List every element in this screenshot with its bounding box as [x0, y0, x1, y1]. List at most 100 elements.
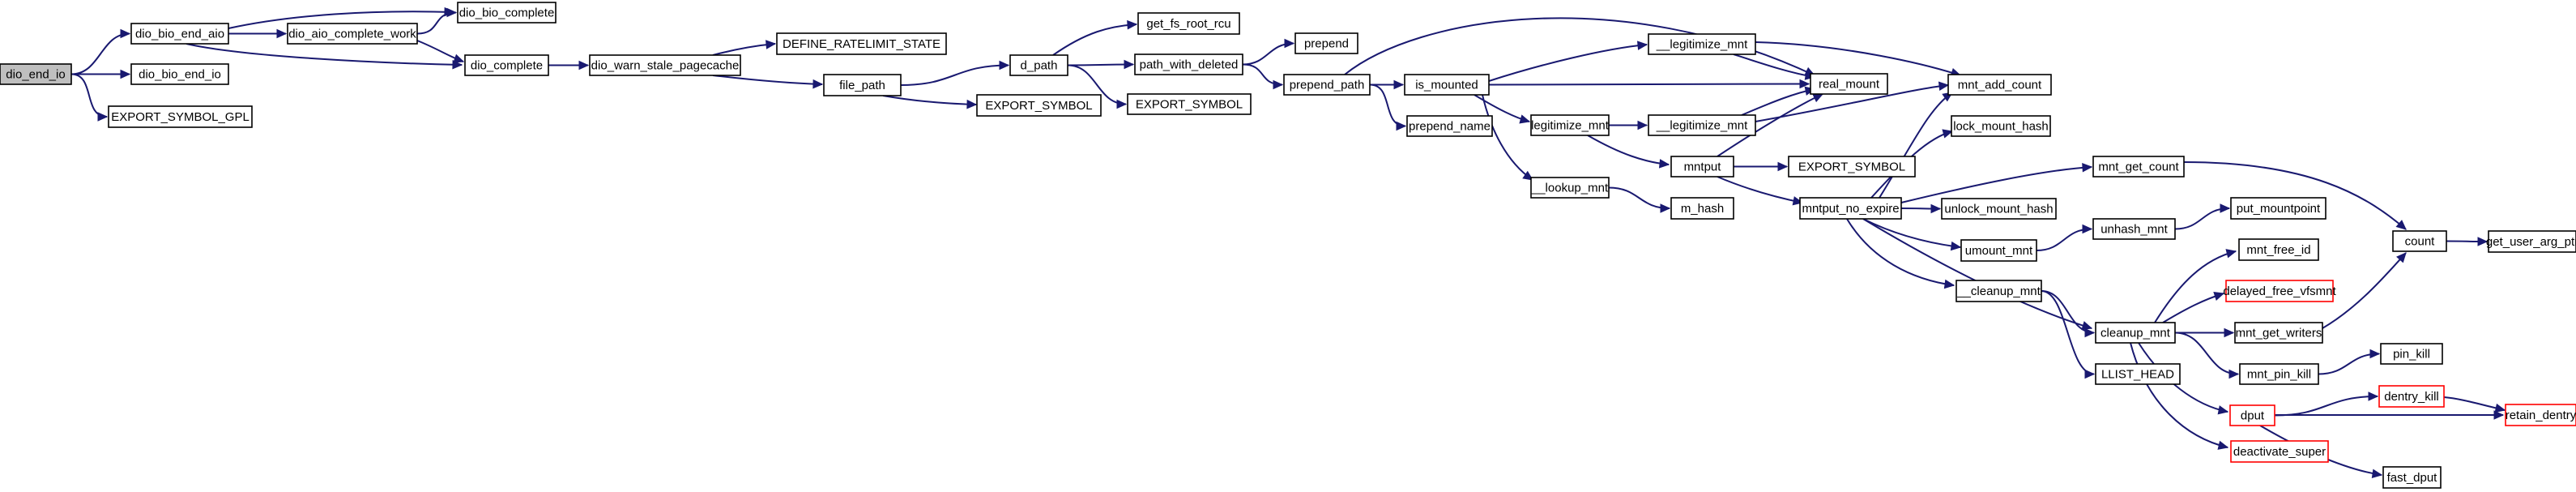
node-box-cleanup_mnt[interactable]: [2095, 322, 2176, 344]
node-box-export_symbol_1[interactable]: [976, 94, 1102, 117]
node-file_path[interactable]: file_path: [823, 74, 902, 96]
node-prepend_name[interactable]: prepend_name: [1406, 115, 1493, 137]
node-mntput[interactable]: mntput: [1670, 156, 1734, 178]
node-box-dio_bio_end_io[interactable]: [130, 63, 229, 85]
node-box-dio_aio_complete_work[interactable]: [287, 23, 418, 45]
node-mnt_pin_kill[interactable]: mnt_pin_kill: [2239, 363, 2319, 385]
node-d_path[interactable]: d_path: [1009, 54, 1068, 76]
node-box-dentry_kill[interactable]: [2378, 385, 2445, 408]
node-box-export_symbol_gpl[interactable]: [108, 105, 253, 128]
node-legitimize_mnt[interactable]: legitimize_mnt: [1530, 114, 1610, 136]
node-legitimize_mnt_u2[interactable]: __legitimize_mnt: [1648, 114, 1756, 136]
node-dio_end_io[interactable]: dio_end_io: [0, 63, 72, 85]
node-box-pin_kill[interactable]: [2380, 343, 2443, 365]
node-box-define_ratelimit_state[interactable]: [776, 32, 947, 55]
node-get_fs_root_rcu[interactable]: get_fs_root_rcu: [1137, 12, 1240, 35]
node-mnt_free_id[interactable]: mnt_free_id: [2238, 238, 2319, 261]
node-dio_complete[interactable]: dio_complete: [464, 54, 549, 76]
node-export_symbol_3[interactable]: EXPORT_SYMBOL: [1788, 156, 1916, 178]
node-export_symbol_2[interactable]: EXPORT_SYMBOL: [1127, 93, 1252, 115]
node-unlock_mount_hash[interactable]: unlock_mount_hash: [1941, 198, 2057, 220]
node-box-delayed_free_vfsmnt[interactable]: [2225, 280, 2334, 302]
node-mntput_no_expire[interactable]: mntput_no_expire: [1799, 197, 1902, 220]
node-box-mnt_pin_kill[interactable]: [2239, 363, 2319, 385]
node-prepend_path[interactable]: prepend_path: [1283, 74, 1371, 96]
node-box-d_path[interactable]: [1009, 54, 1068, 76]
node-retain_dentry[interactable]: retain_dentry: [2505, 404, 2576, 426]
node-box-mnt_add_count[interactable]: [1947, 74, 2052, 96]
node-cleanup_mnt[interactable]: cleanup_mnt: [2095, 322, 2176, 344]
node-box-cleanup_mnt_u[interactable]: [1955, 280, 2042, 302]
node-mnt_add_count[interactable]: mnt_add_count: [1947, 74, 2052, 96]
node-box-legitimize_mnt_u1[interactable]: [1648, 33, 1756, 55]
node-box-dio_bio_complete[interactable]: [457, 2, 557, 24]
node-m_hash[interactable]: m_hash: [1670, 197, 1734, 220]
node-box-legitimize_mnt[interactable]: [1530, 114, 1610, 136]
node-box-file_path[interactable]: [823, 74, 902, 96]
node-box-real_mount[interactable]: [1810, 73, 1888, 95]
node-deactivate_super[interactable]: deactivate_super: [2230, 440, 2329, 463]
node-dio_warn_stale_pagecache[interactable]: dio_warn_stale_pagecache: [589, 54, 741, 76]
node-box-llist_head[interactable]: [2095, 363, 2181, 385]
node-box-deactivate_super[interactable]: [2230, 440, 2329, 463]
node-box-prepend_name[interactable]: [1406, 115, 1493, 137]
node-box-mntput[interactable]: [1670, 156, 1734, 178]
node-box-unhash_mnt[interactable]: [2092, 218, 2176, 240]
node-prepend[interactable]: prepend: [1294, 32, 1358, 54]
node-box-export_symbol_3[interactable]: [1788, 156, 1916, 178]
node-dio_aio_complete_work[interactable]: dio_aio_complete_work: [287, 23, 418, 45]
node-umount_mnt[interactable]: umount_mnt: [1960, 239, 2037, 262]
node-box-put_mountpoint[interactable]: [2230, 197, 2327, 220]
node-dio_bio_complete[interactable]: dio_bio_complete: [457, 2, 557, 24]
node-box-dput[interactable]: [2229, 404, 2275, 426]
node-cleanup_mnt_u[interactable]: __cleanup_mnt: [1955, 280, 2042, 302]
node-dio_bio_end_aio[interactable]: dio_bio_end_aio: [130, 23, 229, 45]
node-get_user_arg_ptr[interactable]: get_user_arg_ptr: [2486, 230, 2576, 253]
node-box-dio_end_io[interactable]: [0, 63, 72, 85]
node-export_symbol_gpl[interactable]: EXPORT_SYMBOL_GPL: [108, 105, 253, 128]
node-box-count[interactable]: [2392, 230, 2447, 252]
node-box-m_hash[interactable]: [1670, 197, 1734, 220]
node-pin_kill[interactable]: pin_kill: [2380, 343, 2443, 365]
node-dentry_kill[interactable]: dentry_kill: [2378, 385, 2445, 408]
node-lock_mount_hash[interactable]: lock_mount_hash: [1951, 115, 2051, 137]
node-box-lookup_mnt[interactable]: [1530, 177, 1610, 199]
node-fast_dput[interactable]: fast_dput: [2382, 466, 2442, 489]
node-is_mounted[interactable]: is_mounted: [1404, 74, 1490, 96]
node-box-mnt_get_count[interactable]: [2092, 156, 2185, 178]
node-box-lock_mount_hash[interactable]: [1951, 115, 2051, 137]
node-dput[interactable]: dput: [2229, 404, 2275, 426]
node-delayed_free_vfsmnt[interactable]: delayed_free_vfsmnt: [2223, 280, 2336, 302]
node-lookup_mnt[interactable]: __lookup_mnt: [1530, 177, 1610, 199]
node-box-dio_warn_stale_pagecache[interactable]: [589, 54, 741, 76]
node-define_ratelimit_state[interactable]: DEFINE_RATELIMIT_STATE: [776, 32, 947, 55]
node-box-fast_dput[interactable]: [2382, 466, 2442, 489]
node-box-prepend[interactable]: [1294, 32, 1358, 54]
node-box-path_with_deleted[interactable]: [1134, 53, 1243, 75]
node-box-export_symbol_2[interactable]: [1127, 93, 1252, 115]
node-box-get_fs_root_rcu[interactable]: [1137, 12, 1240, 35]
node-count[interactable]: count: [2392, 230, 2447, 252]
node-mnt_get_count[interactable]: mnt_get_count: [2092, 156, 2185, 178]
node-box-retain_dentry[interactable]: [2505, 404, 2576, 426]
node-box-mnt_free_id[interactable]: [2238, 238, 2319, 261]
node-box-mntput_no_expire[interactable]: [1799, 197, 1902, 220]
node-mnt_get_writers[interactable]: mnt_get_writers: [2234, 322, 2323, 344]
node-box-dio_complete[interactable]: [464, 54, 549, 76]
node-box-is_mounted[interactable]: [1404, 74, 1490, 96]
node-box-legitimize_mnt_u2[interactable]: [1648, 114, 1756, 136]
node-box-dio_bio_end_aio[interactable]: [130, 23, 229, 45]
node-box-prepend_path[interactable]: [1283, 74, 1371, 96]
node-path_with_deleted[interactable]: path_with_deleted: [1134, 53, 1243, 75]
node-box-mnt_get_writers[interactable]: [2234, 322, 2323, 344]
node-llist_head[interactable]: LLIST_HEAD: [2095, 363, 2181, 385]
node-unhash_mnt[interactable]: unhash_mnt: [2092, 218, 2176, 240]
node-box-unlock_mount_hash[interactable]: [1941, 198, 2057, 220]
node-real_mount[interactable]: real_mount: [1810, 73, 1888, 95]
node-put_mountpoint[interactable]: put_mountpoint: [2230, 197, 2327, 220]
node-export_symbol_1[interactable]: EXPORT_SYMBOL: [976, 94, 1102, 117]
node-box-umount_mnt[interactable]: [1960, 239, 2037, 262]
node-legitimize_mnt_u1[interactable]: __legitimize_mnt: [1648, 33, 1756, 55]
node-dio_bio_end_io[interactable]: dio_bio_end_io: [130, 63, 229, 85]
node-box-get_user_arg_ptr[interactable]: [2488, 230, 2576, 253]
